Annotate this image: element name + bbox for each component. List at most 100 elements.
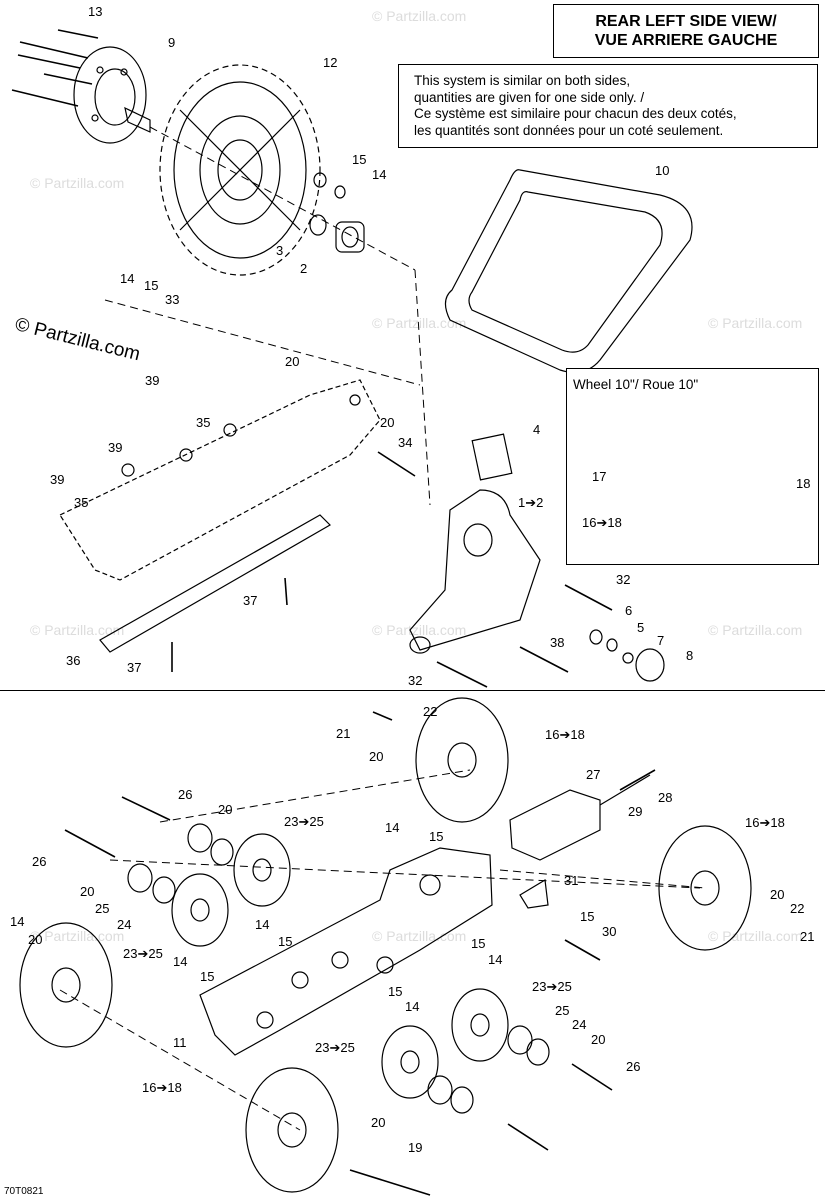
callout-label: 14 <box>255 917 270 932</box>
watermark: © Partzilla.com <box>30 622 125 638</box>
hub-bolts <box>11 29 99 107</box>
watermark: © Partzilla.com <box>372 928 467 944</box>
callout-label: 16➔18 <box>545 727 585 742</box>
callout-label: 22 <box>423 704 438 719</box>
callout-label: 1➔2 <box>518 495 544 510</box>
long-bolts <box>377 451 613 688</box>
callout-label: 15 <box>471 936 486 951</box>
callout-label: 37 <box>243 593 258 608</box>
watermark: © Partzilla.com <box>372 622 467 638</box>
callout-label: 26 <box>626 1059 641 1074</box>
callout-label: 30 <box>602 924 617 939</box>
watermark: © Partzilla.com <box>708 622 803 638</box>
bumper-block <box>519 879 549 909</box>
callout-label: 3 <box>276 243 284 258</box>
callout-label: 35 <box>74 495 89 510</box>
callout-label: 25 <box>95 901 110 916</box>
callout-label: 21 <box>336 726 351 741</box>
callout-label: 20 <box>80 884 95 899</box>
pivot-arm <box>409 433 541 654</box>
callout-label: 29 <box>628 804 643 819</box>
callout-label: 21 <box>800 929 815 944</box>
callout-label: 23➔25 <box>123 946 163 961</box>
note-line3: Ce système est similaire pour chacun des… <box>414 106 737 121</box>
callout-label: 14 <box>385 820 400 835</box>
callout-label: 15 <box>144 278 159 293</box>
cap-parts <box>589 629 665 682</box>
lower-bolts <box>64 711 656 1196</box>
callout-label: 13 <box>88 4 103 19</box>
callout-label: 15 <box>352 152 367 167</box>
callout-label: 23➔25 <box>532 979 572 994</box>
callout-label: 14 <box>488 952 503 967</box>
callout-label: 14 <box>405 999 420 1014</box>
lower-wheels <box>19 697 752 1193</box>
callout-label: 24 <box>572 1017 587 1032</box>
callout-label: 14 <box>173 954 188 969</box>
watermark: © Partzilla.com <box>372 8 467 24</box>
callout-label: 15 <box>580 909 595 924</box>
diagram-code: 70T0821 <box>4 1186 44 1197</box>
callout-label: 27 <box>586 767 601 782</box>
callout-label: 9 <box>168 35 176 50</box>
note-line2: quantities are given for one side only. … <box>414 89 645 105</box>
watermark: © Partzilla.com <box>30 175 125 191</box>
callout-label: 39 <box>145 373 160 388</box>
assembly-lines <box>104 126 431 506</box>
drive-sprocket <box>159 64 321 276</box>
lower-arm <box>199 847 493 1056</box>
hub-flange <box>73 46 151 144</box>
callout-label: 15 <box>388 984 403 999</box>
callout-label: 19 <box>408 1140 423 1155</box>
callout-label: 26 <box>32 854 47 869</box>
callout-label: 11 <box>173 1035 187 1050</box>
callout-label: 15 <box>429 829 444 844</box>
callout-label: 39 <box>108 440 123 455</box>
callout-label: 24 <box>117 917 132 932</box>
callout-label: 31 <box>564 873 579 888</box>
callout-label: 4 <box>533 422 541 437</box>
note-line4: les quantités sont données pour un coté … <box>414 122 724 138</box>
callout-label: 20 <box>770 887 785 902</box>
callout-label: 6 <box>625 603 633 618</box>
axle-bracket <box>509 774 651 861</box>
callout-label: 17 <box>592 469 607 484</box>
callout-label: 36 <box>66 653 81 668</box>
section-divider <box>0 690 825 691</box>
callout-label: 14 <box>10 914 25 929</box>
note-box: This system is similar on both sides, qu… <box>398 64 818 148</box>
watermark: © Partzilla.com <box>372 315 467 331</box>
watermark: © Partzilla.com <box>30 928 125 944</box>
callout-label: 23➔25 <box>315 1040 355 1055</box>
view-title-line1: REAR LEFT SIDE VIEW/ <box>595 13 777 30</box>
view-title-box: REAR LEFT SIDE VIEW/ VUE ARRIERE GAUCHE <box>553 4 819 58</box>
note-line1: This system is similar on both sides, <box>414 73 631 88</box>
callout-label: 16➔18 <box>745 815 785 830</box>
callout-label: 20 <box>369 749 384 764</box>
wheel-10in-box: Wheel 10"/ Roue 10" <box>566 368 819 565</box>
callout-label: 20 <box>591 1032 606 1047</box>
idler-wheels <box>171 833 509 1099</box>
callout-label: 35 <box>196 415 211 430</box>
callout-label: 16➔18 <box>582 515 622 530</box>
callout-label: 37 <box>127 660 142 675</box>
callout-label: 39 <box>50 472 65 487</box>
callout-label: 16➔18 <box>142 1080 182 1095</box>
callout-label: 20 <box>218 802 233 817</box>
callout-label: 7 <box>657 633 665 648</box>
view-title-line2: VUE ARRIERE GAUCHE <box>594 32 778 49</box>
callout-label: 15 <box>278 934 293 949</box>
wheel-box-title: Wheel 10"/ Roue 10" <box>573 377 699 392</box>
track-belt <box>444 169 693 373</box>
callout-label: 10 <box>655 163 670 178</box>
callout-label: 22 <box>790 901 805 916</box>
small-bearings <box>127 823 550 1114</box>
lower-assembly-lines <box>59 769 706 1131</box>
callout-label: 32 <box>616 572 631 587</box>
callout-label: 20 <box>28 932 43 947</box>
watermark: © Partzilla.com <box>708 315 803 331</box>
callout-label: 23➔25 <box>284 814 324 829</box>
callout-label: 34 <box>398 435 413 450</box>
